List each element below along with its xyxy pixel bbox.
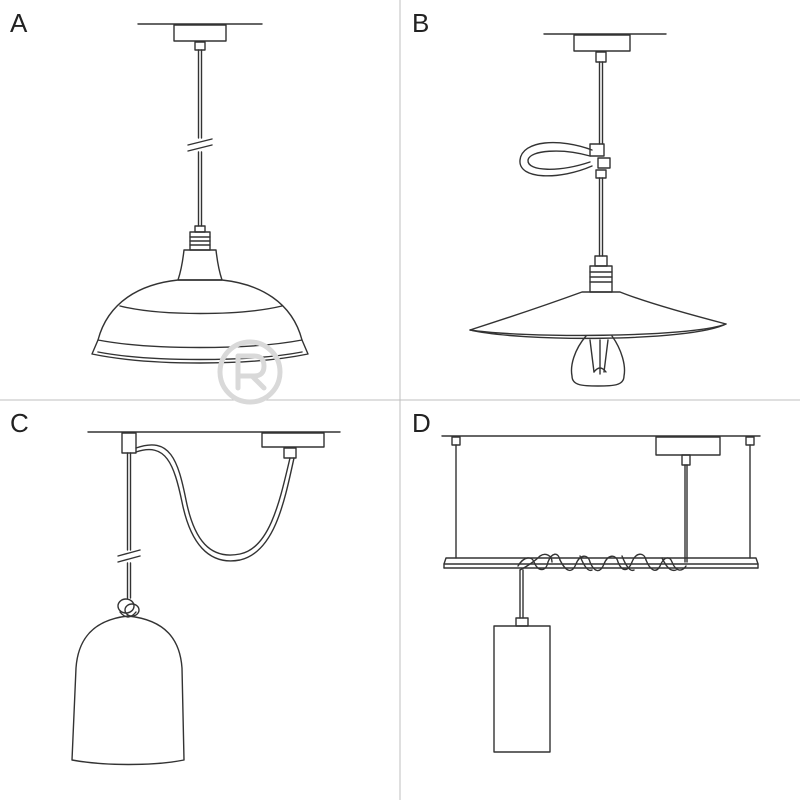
panel-label-d: D — [412, 408, 431, 438]
edison-bulb — [570, 335, 626, 387]
ceramic-bell-shade — [71, 615, 185, 766]
panel-d-drawing — [441, 435, 761, 753]
cylinder-shade — [493, 625, 551, 753]
ceiling-cup — [595, 51, 607, 63]
cable-loop — [519, 141, 611, 179]
cable-wrap — [517, 553, 687, 572]
cable-knot — [117, 598, 140, 618]
panel-label-a: A — [10, 8, 28, 38]
suspension-wires — [455, 444, 751, 563]
panel-a-drawing — [91, 23, 309, 364]
panel-label-b: B — [412, 8, 430, 38]
cable — [515, 569, 529, 627]
ceiling-cup — [194, 41, 206, 51]
panel-b-drawing — [469, 33, 727, 387]
lamp-holder — [189, 225, 211, 251]
ceiling-rose — [261, 432, 325, 459]
cable — [598, 61, 604, 257]
horizontal-rod — [443, 557, 759, 569]
ceiling-rose — [655, 436, 721, 456]
cable — [187, 49, 213, 227]
r-logo-icon — [217, 339, 283, 405]
cable — [117, 452, 141, 599]
panel-c-drawing — [71, 431, 341, 766]
lamp-holder — [589, 255, 613, 293]
ceiling-plate — [543, 33, 667, 52]
swag-cable — [135, 444, 295, 562]
panel-label-c: C — [10, 408, 29, 438]
flat-shade — [469, 291, 727, 340]
ceiling-plate — [137, 23, 263, 42]
ceiling-hook — [121, 432, 137, 454]
ceiling-anchors — [451, 436, 755, 466]
industrial-shade — [91, 249, 309, 364]
